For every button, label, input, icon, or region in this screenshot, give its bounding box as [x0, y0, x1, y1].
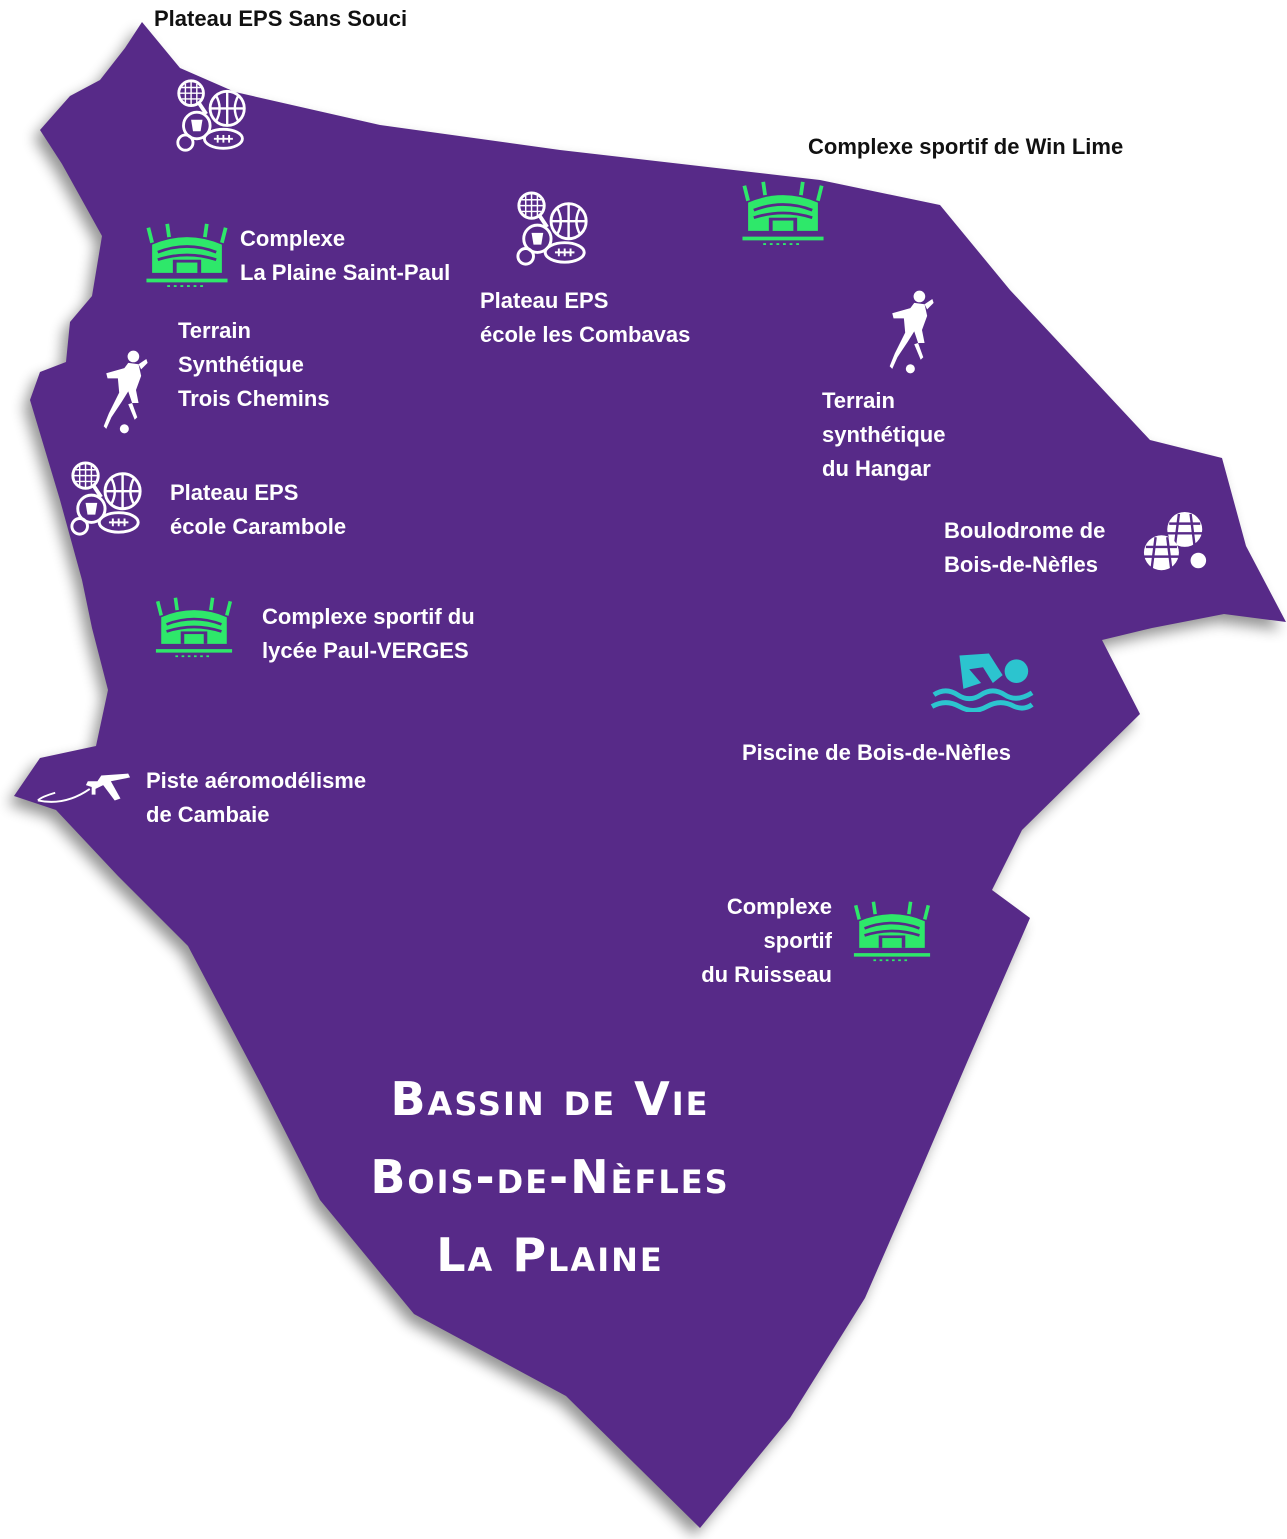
label-complexe-win-lime: Complexe sportif de Win Lime: [808, 134, 1124, 159]
multi-sport-icon: [514, 190, 592, 268]
stadium-icon: [738, 180, 828, 246]
football-player-icon: [889, 290, 934, 374]
swimmer-icon: [930, 650, 1038, 712]
petanque-icon: [1142, 510, 1210, 578]
multi-sport-icon: [174, 78, 250, 154]
airplane-icon: [36, 766, 132, 808]
stadium-icon: [150, 596, 238, 658]
label-piscine: Piscine de Bois-de-Nèfles: [742, 740, 1011, 765]
map-title: Bassin de Vie Bois-de-Nèfles La Plaine: [370, 1072, 730, 1282]
label-plateau-sans-souci: Plateau EPS Sans Souci: [154, 6, 408, 31]
multi-sport-icon: [68, 460, 146, 538]
territory-area: [14, 22, 1286, 1528]
stadium-icon: [142, 222, 232, 288]
stadium-icon: [848, 900, 936, 962]
football-player-icon: [103, 350, 148, 434]
